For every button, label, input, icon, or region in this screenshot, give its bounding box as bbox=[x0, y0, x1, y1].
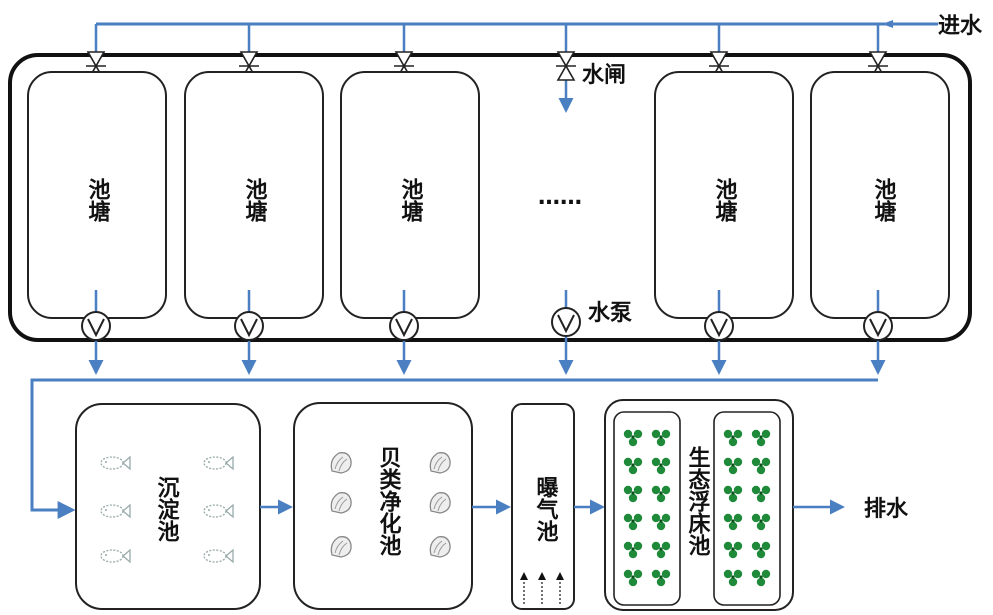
pump-icon bbox=[551, 307, 581, 337]
aeration-pond: 曝气池 bbox=[511, 403, 575, 610]
floating-bed-pond-label: 生态浮床池 bbox=[685, 446, 711, 557]
bubble-icon bbox=[520, 572, 564, 606]
collection-pipe bbox=[30, 378, 878, 519]
pond-label: 池塘 bbox=[712, 178, 738, 223]
floating-bed-pond: 生态浮床池 bbox=[604, 399, 794, 611]
shellfish-pond-label: 贝类净化池 bbox=[376, 446, 402, 557]
settling-pond: 沉淀池 bbox=[75, 403, 261, 610]
inlet-arrowhead bbox=[882, 20, 893, 28]
pond-column-middle: 水闸 …… 水泵 bbox=[538, 24, 632, 375]
pump-icon bbox=[234, 311, 264, 341]
pump-icon bbox=[389, 311, 419, 341]
inlet-label: 进水 bbox=[938, 14, 983, 39]
settling-pond-label: 沉淀池 bbox=[154, 476, 180, 543]
gate-label: 水闸 bbox=[582, 63, 626, 88]
pond-column-1: 池塘 bbox=[27, 24, 167, 375]
pond-column-5: 池塘 bbox=[810, 24, 950, 375]
pond-label: 池塘 bbox=[871, 178, 897, 223]
pump-icon bbox=[81, 311, 111, 341]
shellfish-pond: 贝类净化池 bbox=[293, 402, 473, 610]
ellipsis: …… bbox=[538, 185, 582, 210]
pump-icon bbox=[704, 311, 734, 341]
outlet-label: 排水 bbox=[864, 497, 909, 522]
aeration-pond-label: 曝气池 bbox=[533, 476, 560, 543]
pond-column-3: 池塘 bbox=[340, 24, 480, 375]
pond-label: 池塘 bbox=[242, 178, 268, 223]
pond-label: 池塘 bbox=[398, 178, 424, 223]
pond-column-2: 池塘 bbox=[184, 24, 324, 375]
pond-label: 池塘 bbox=[85, 178, 111, 223]
pond-enclosure bbox=[8, 53, 972, 342]
pump-label: 水泵 bbox=[588, 301, 632, 326]
pond-column-4: 池塘 bbox=[654, 24, 794, 375]
pump-icon bbox=[863, 311, 893, 341]
